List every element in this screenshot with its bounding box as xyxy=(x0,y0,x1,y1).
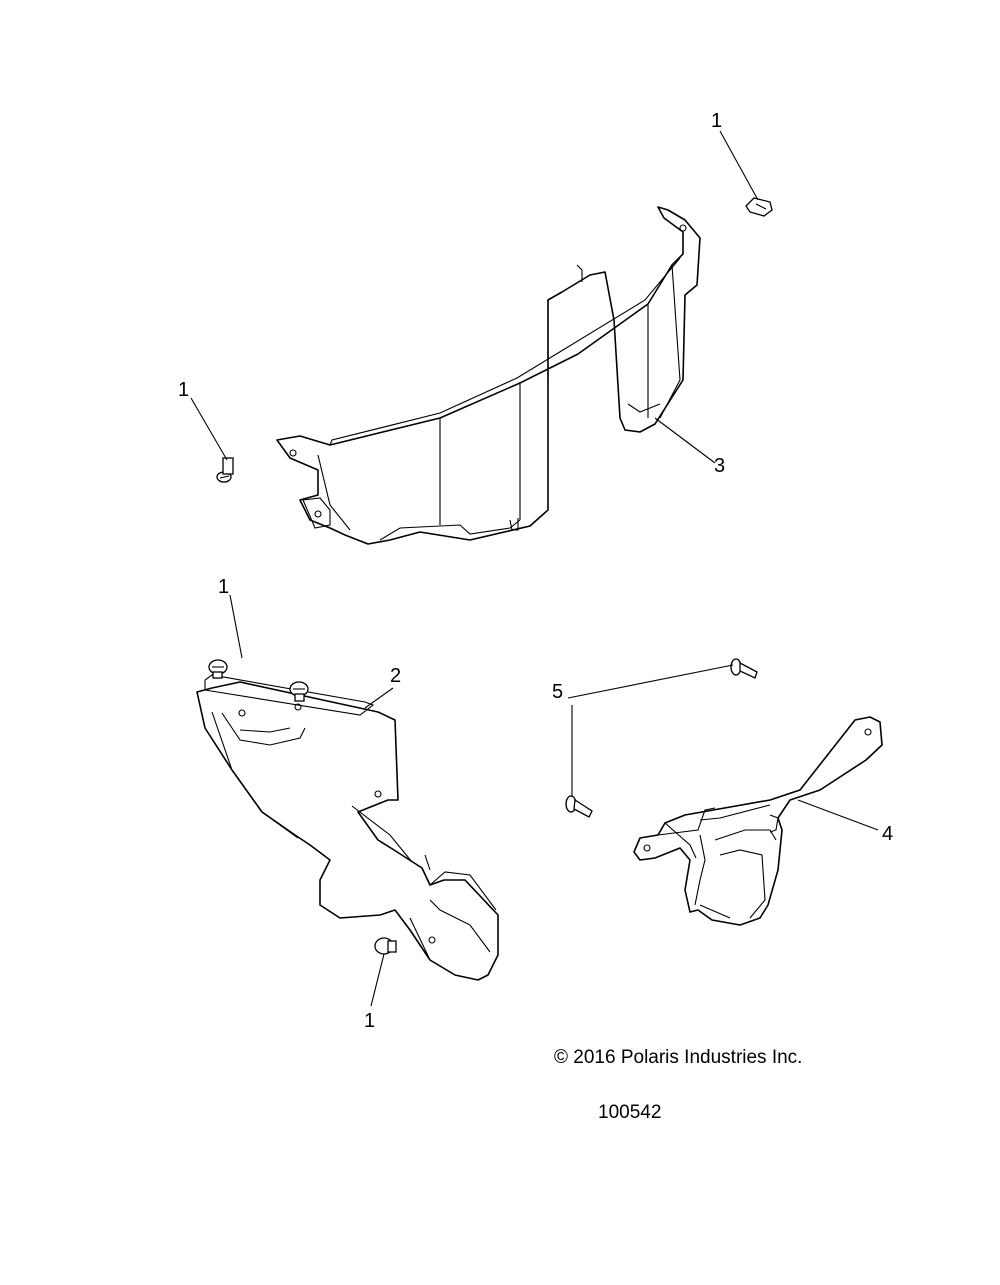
callout-1-mid-left: 1 xyxy=(218,576,229,598)
rivet-mid-left-1 xyxy=(208,659,228,679)
leader-lines xyxy=(190,130,879,1007)
copyright-text: © 2016 Polaris Industries Inc. xyxy=(554,1047,803,1068)
screw-5-upper xyxy=(730,658,758,679)
callout-1-left: 1 xyxy=(178,379,189,401)
rivet-bottom xyxy=(374,937,397,955)
callout-3: 3 xyxy=(714,455,725,477)
callout-1-top-right: 1 xyxy=(711,110,722,132)
part-2-left-shield xyxy=(196,674,499,981)
callout-1-bottom: 1 xyxy=(364,1010,375,1032)
rivet-top-right xyxy=(745,197,773,217)
part-3-upper-panel xyxy=(276,206,701,545)
callout-2: 2 xyxy=(390,665,401,687)
callout-5: 5 xyxy=(552,681,563,703)
part-4-right-shield xyxy=(633,716,883,926)
callout-4: 4 xyxy=(882,823,893,845)
screw-5-lower xyxy=(565,795,593,818)
rivet-mid-left-2 xyxy=(289,681,309,702)
drawing-number: 100542 xyxy=(598,1102,662,1123)
rivet-left xyxy=(216,457,234,483)
